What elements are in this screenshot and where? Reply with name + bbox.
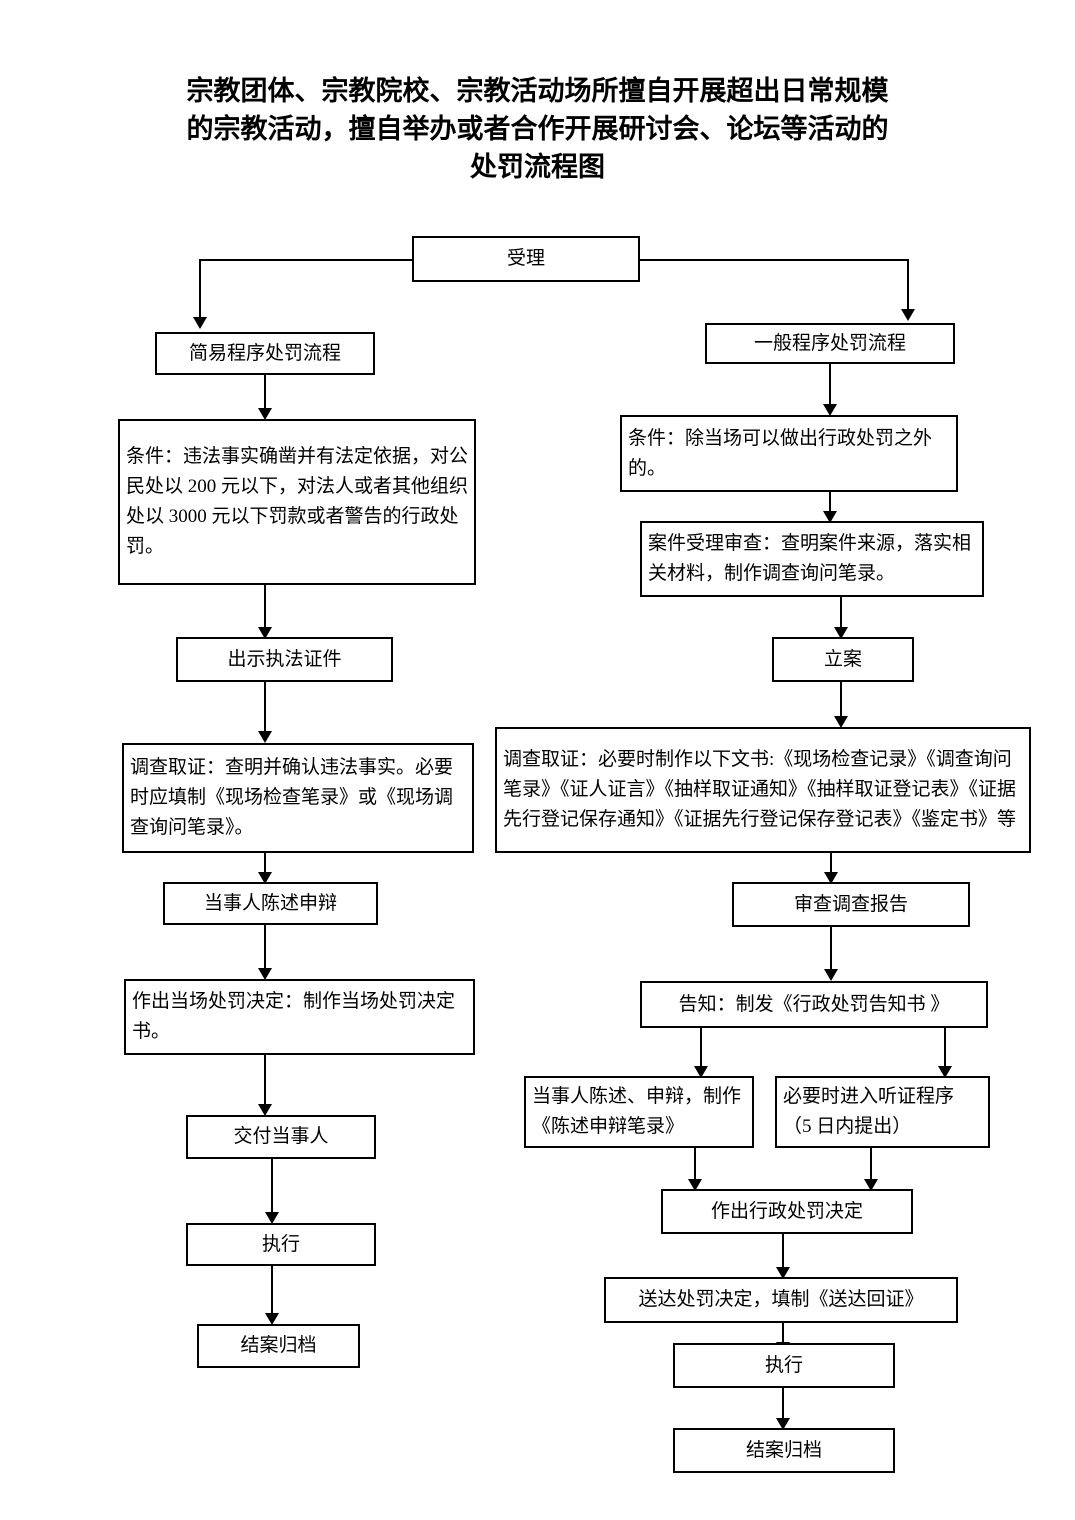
arrow-deliver-party xyxy=(258,1104,272,1116)
arrow-case-review xyxy=(823,511,837,523)
connector-notify-to-hearing xyxy=(944,1028,946,1072)
arrow-show-credentials xyxy=(258,627,272,639)
node-onsite-decision: 作出当场处罚决定：制作当场处罚决定书。 xyxy=(124,979,475,1055)
node-hearing-procedure: 必要时进入听证程序（5 日内提出） xyxy=(775,1076,990,1148)
connector-left-drop xyxy=(199,259,201,319)
node-penalty-decision-label: 作出行政处罚决定 xyxy=(710,1200,863,1222)
connector-decision-to-serve xyxy=(782,1234,784,1273)
arrow-party-statement xyxy=(694,1066,708,1078)
arrow-onsite-decision xyxy=(258,968,272,980)
node-general-investigation: 调查取证：必要时制作以下文书:《现场检查记录》《调查询问笔录》《证人证言》《抽样… xyxy=(495,727,1031,853)
connector-accept-to-right xyxy=(640,259,909,261)
page-title: 宗教团体、宗教院校、宗教活动场所擅自开展超出日常规模 的宗教活动，擅自举办或者合… xyxy=(100,72,975,186)
connector-case-review-to-file-case xyxy=(840,597,842,633)
node-deliver-party: 交付当事人 xyxy=(186,1115,376,1159)
arrow-simple-statement xyxy=(258,872,272,884)
node-serve-decision: 送达处罚决定，填制《送达回证》 xyxy=(604,1277,958,1323)
node-file-case: 立案 xyxy=(772,637,914,682)
arrow-general-investigation xyxy=(834,716,848,728)
node-review-report-label: 审查调查报告 xyxy=(793,893,908,915)
node-general-execute-label: 执行 xyxy=(764,1354,803,1376)
node-notify: 告知：制发《行政处罚告知书 》 xyxy=(640,981,988,1028)
connector-execute-to-general-close xyxy=(782,1388,784,1424)
connector-general-header-to-condition xyxy=(829,364,831,410)
connector-credentials-to-investigation xyxy=(264,682,266,737)
node-simple-condition-label: 条件：违法事实确凿并有法定依据，对公民处以 200 元以下，对法人或者其他组织处… xyxy=(126,446,469,557)
arrow-hearing-procedure xyxy=(938,1066,952,1078)
node-notify-label: 告知：制发《行政处罚告知书 》 xyxy=(678,993,950,1015)
node-simple-close-label: 结案归档 xyxy=(240,1335,317,1356)
node-show-credentials: 出示执法证件 xyxy=(176,637,393,682)
node-party-statement: 当事人陈述、申辩，制作《陈述申辩笔录》 xyxy=(524,1076,754,1148)
node-simple-statement-label: 当事人陈述申辩 xyxy=(203,892,337,914)
connector-execute-to-close xyxy=(271,1266,273,1319)
connector-simple-header-to-condition xyxy=(264,375,266,412)
arrow-simple-close xyxy=(265,1313,279,1325)
arrow-to-general-header xyxy=(901,309,915,321)
connector-simple-condition-to-credentials xyxy=(264,585,266,633)
arrow-general-close xyxy=(776,1418,790,1430)
node-simple-statement: 当事人陈述申辩 xyxy=(163,882,378,925)
arrow-general-condition xyxy=(823,404,837,416)
node-review-report: 审查调查报告 xyxy=(732,882,970,927)
node-hearing-procedure-label: 必要时进入听证程序（5 日内提出） xyxy=(783,1086,955,1137)
page-title-line-3: 处罚流程图 xyxy=(470,152,605,182)
connector-investigation-to-review-report xyxy=(830,853,832,881)
arrow-simple-investigation xyxy=(258,731,272,743)
arrow-notify xyxy=(824,969,838,981)
connector-party-statement-to-decision xyxy=(694,1148,696,1185)
node-general-condition-label: 条件：除当场可以做出行政处罚之外的。 xyxy=(628,427,933,479)
connector-right-drop xyxy=(907,259,909,311)
node-simple-investigation-label: 调查取证：查明并确认违法事实。必要时应填制《现场检查笔录》或《现场调查询问笔录》… xyxy=(130,757,454,838)
node-case-review-label: 案件受理审查：查明案件来源，落实相关材料，制作调查询问笔录。 xyxy=(648,533,972,584)
node-simple-investigation: 调查取证：查明并确认违法事实。必要时应填制《现场检查笔录》或《现场调查询问笔录》… xyxy=(122,743,474,853)
node-simple-procedure-header: 简易程序处罚流程 xyxy=(155,332,375,375)
node-onsite-decision-label: 作出当场处罚决定：制作当场处罚决定书。 xyxy=(132,991,456,1042)
connector-hearing-to-decision xyxy=(870,1148,872,1185)
node-general-investigation-label: 调查取证：必要时制作以下文书:《现场检查记录》《调查询问笔录》《证人证言》《抽样… xyxy=(503,749,1017,830)
node-show-credentials-label: 出示执法证件 xyxy=(227,648,342,670)
arrow-decision-from-hearing xyxy=(864,1179,878,1191)
arrow-file-case xyxy=(834,627,848,639)
node-simple-execute-label: 执行 xyxy=(261,1233,300,1255)
arrow-simple-execute xyxy=(265,1212,279,1224)
page-title-line-2: 的宗教活动，擅自举办或者合作开展研讨会、论坛等活动的 xyxy=(186,114,889,144)
node-simple-execute: 执行 xyxy=(186,1223,376,1266)
arrow-decision-from-statement xyxy=(688,1179,702,1191)
arrow-review-report xyxy=(824,872,838,884)
connector-onsite-to-deliver xyxy=(264,1055,266,1110)
connector-accept-to-left xyxy=(199,259,412,261)
node-general-execute: 执行 xyxy=(673,1343,895,1388)
connector-file-case-to-investigation xyxy=(840,682,842,722)
connector-review-report-to-notify xyxy=(830,927,832,975)
node-case-review: 案件受理审查：查明案件来源，落实相关材料，制作调查询问笔录。 xyxy=(640,521,984,597)
connector-general-condition-to-case-review xyxy=(829,492,831,520)
node-party-statement-label: 当事人陈述、申辩，制作《陈述申辩笔录》 xyxy=(532,1086,742,1137)
node-deliver-party-label: 交付当事人 xyxy=(233,1126,329,1147)
connector-notify-to-party-statement xyxy=(700,1028,702,1072)
node-simple-condition: 条件：违法事实确凿并有法定依据，对公民处以 200 元以下，对法人或者其他组织处… xyxy=(118,419,476,585)
node-serve-decision-label: 送达处罚决定，填制《送达回证》 xyxy=(638,1289,924,1310)
node-penalty-decision: 作出行政处罚决定 xyxy=(661,1189,913,1234)
node-file-case-label: 立案 xyxy=(823,648,862,670)
page-title-line-1: 宗教团体、宗教院校、宗教活动场所擅自开展超出日常规模 xyxy=(186,76,889,106)
node-simple-close: 结案归档 xyxy=(197,1324,360,1368)
arrow-simple-condition xyxy=(258,408,272,420)
node-accept: 受理 xyxy=(412,236,640,282)
arrow-to-simple-header xyxy=(193,317,207,329)
arrow-serve-decision xyxy=(776,1267,790,1279)
connector-serve-to-execute xyxy=(782,1323,784,1351)
connector-deliver-to-execute xyxy=(271,1159,273,1218)
node-general-procedure-header: 一般程序处罚流程 xyxy=(705,323,955,364)
node-general-procedure-header-label: 一般程序处罚流程 xyxy=(753,332,906,354)
node-general-close: 结案归档 xyxy=(673,1428,895,1473)
node-accept-label: 受理 xyxy=(506,248,545,269)
connector-investigation-to-statement xyxy=(264,853,266,881)
node-general-condition: 条件：除当场可以做出行政处罚之外的。 xyxy=(620,415,958,492)
node-general-close-label: 结案归档 xyxy=(745,1439,822,1461)
node-simple-procedure-header-label: 简易程序处罚流程 xyxy=(188,342,341,364)
connector-statement-to-onsite-decision xyxy=(264,925,266,974)
